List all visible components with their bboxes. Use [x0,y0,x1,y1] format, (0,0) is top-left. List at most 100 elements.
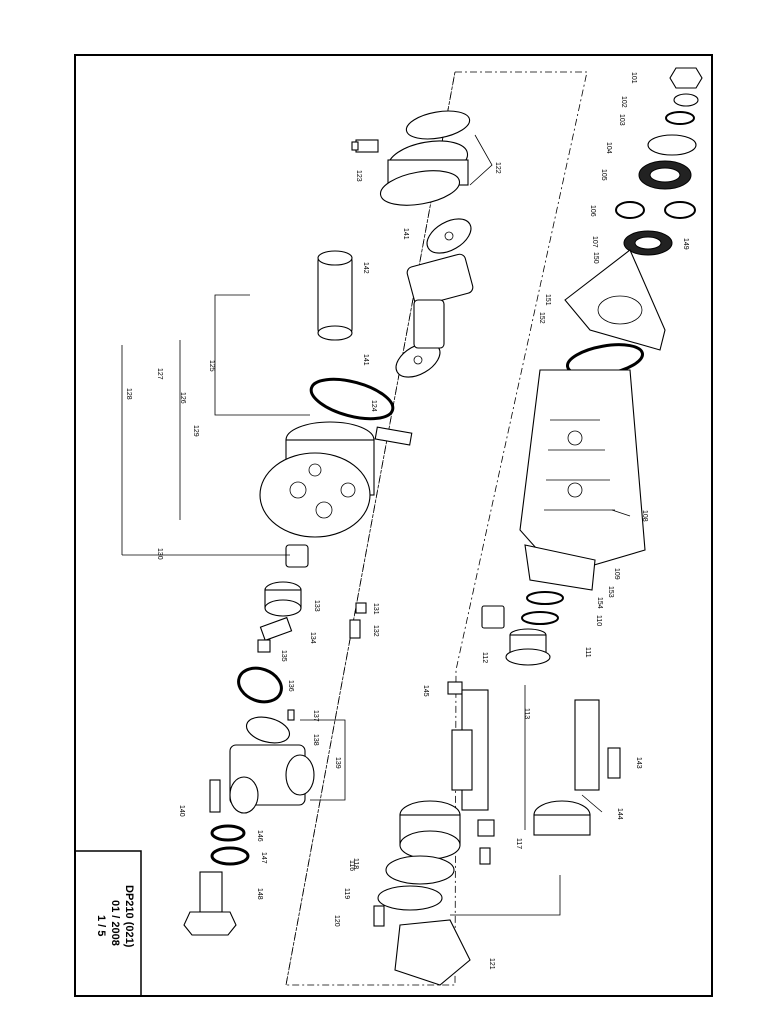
part-121 [394,919,471,986]
part-152 [564,249,666,351]
part-number-labels: 101 102 103 104 105 106 107 108 109 110 … [125,72,689,970]
drive-group [373,67,703,986]
part-108-housing [519,369,646,576]
label-125: 125 [208,360,215,372]
label-118: 118 [352,858,359,869]
title-date: 01 / 2008 [109,900,121,946]
part-117 [477,819,495,837]
part-147 [210,846,250,866]
label-140: 140 [178,805,185,817]
label-148: 148 [256,888,263,900]
part-118 [385,855,455,885]
label-103: 103 [618,114,625,126]
part-148 [183,871,237,936]
part-113 [399,689,489,860]
label-119: 119 [343,888,350,899]
label-145: 145 [422,685,429,697]
label-130: 130 [156,548,163,560]
label-127: 127 [156,368,163,380]
label-110: 110 [595,615,602,626]
part-110 [521,611,559,625]
part-122 [379,110,471,206]
part-144 [533,699,600,836]
title-model: DP210 (021) [123,885,135,948]
drawing-frame [74,54,713,997]
label-113: 113 [523,708,530,719]
label-111: 111 [584,647,591,658]
part-107-bearing-inner [634,236,662,250]
label-109: 109 [613,568,620,580]
label-106: 106 [589,205,596,217]
label-117: 117 [515,838,522,849]
part-145 [447,681,463,695]
title-block: DP210 (021) 01 / 2008 1 / 5 [74,850,142,997]
label-112: 112 [481,652,488,663]
label-146: 146 [256,830,263,842]
label-153: 153 [607,586,614,598]
part-153 [526,591,564,605]
label-122: 122 [494,162,501,174]
part-112 [481,605,505,629]
part-141 [395,218,472,378]
part-131-132 [349,602,367,639]
part-139 [229,744,315,814]
label-121: 121 [488,958,495,970]
label-108: 108 [641,510,648,522]
part-109 [524,544,596,591]
label-137: 137 [312,710,319,722]
label-107a: 107 [591,236,598,248]
leader-lines [121,134,631,916]
part-106 [615,201,645,219]
label-128: 128 [125,388,132,400]
label-143: 143 [635,757,642,769]
part-102 [673,93,699,107]
part-134-135 [257,616,293,653]
label-129: 129 [192,425,199,437]
part-123 [351,139,379,153]
assembly-center-line [285,71,456,986]
label-138: 138 [312,734,319,746]
part-101 [669,67,703,89]
label-126: 126 [179,392,186,404]
label-101: 101 [630,72,637,84]
part-138 [245,716,291,744]
label-104: 104 [605,142,612,154]
title-page: 1 / 5 [95,915,107,936]
part-136 [237,666,283,704]
part-120 [373,905,385,927]
label-147: 147 [260,852,267,864]
label-124: 124 [370,400,377,412]
label-150: 150 [592,252,599,264]
label-142: 142 [362,262,369,274]
label-105: 105 [600,169,607,181]
part-143 [607,747,621,779]
part-129-housing [259,421,413,538]
part-111 [505,628,551,666]
label-120: 120 [333,915,340,927]
pump-head-group [183,110,474,936]
label-152: 152 [538,312,545,324]
label-102: 102 [620,96,627,108]
part-142 [406,253,474,349]
part-137 [287,709,295,721]
label-132: 132 [372,625,379,637]
label-136: 136 [287,680,294,692]
label-141b: 141 [362,354,369,366]
part-103 [665,111,695,125]
part-140 [209,779,221,813]
label-123: 123 [355,170,362,182]
part-105-inner [649,167,681,183]
part-133 [264,581,302,617]
label-139: 139 [334,757,341,769]
label-131: 131 [372,603,379,615]
label-154: 154 [596,597,603,609]
part-119 [377,885,443,911]
part-149 [664,201,696,219]
label-141a: 141 [402,228,409,240]
label-149: 149 [682,238,689,250]
label-134: 134 [309,632,316,644]
label-116: 116 [348,860,355,871]
part-125 [317,250,353,341]
label-135: 135 [280,650,287,662]
